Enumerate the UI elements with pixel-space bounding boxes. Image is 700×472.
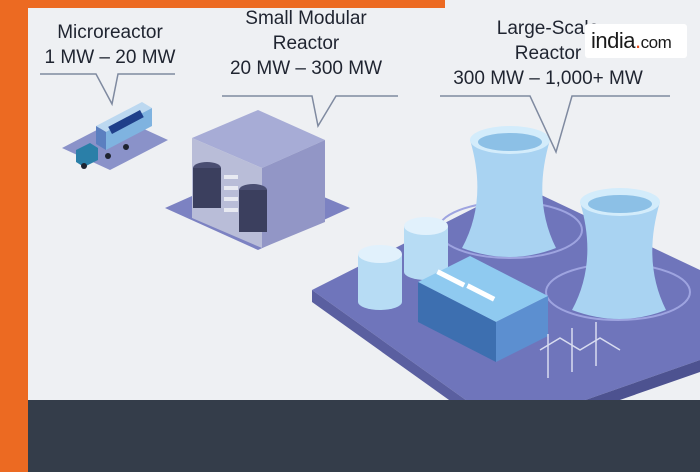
logo-dot: . bbox=[634, 28, 641, 53]
smr-label: Small Modular Reactor 20 MW – 300 MW bbox=[218, 6, 394, 81]
large-reactor-title-line1: Large-Scale bbox=[496, 18, 600, 39]
large-reactor-callout bbox=[440, 95, 670, 155]
logo-tld: com bbox=[640, 33, 672, 52]
smr-callout bbox=[222, 95, 398, 129]
microreactor-label: Microreactor 1 MW – 20 MW bbox=[30, 20, 190, 70]
large-reactor-range: 300 MW – 1,000+ MW bbox=[453, 68, 643, 89]
orange-top-bar bbox=[0, 0, 445, 8]
smr-title-line2: Reactor bbox=[272, 33, 340, 54]
microreactor-truck-icon bbox=[62, 102, 168, 170]
smr-title-line1: Small Modular bbox=[245, 8, 367, 29]
smr-range: 20 MW – 300 MW bbox=[229, 58, 383, 79]
india-com-logo: india.com bbox=[585, 24, 687, 58]
logo-brand: india bbox=[591, 28, 635, 53]
large-reactor-label: Large-Scale Reactor 300 MW – 1,000+ MW bbox=[432, 16, 664, 91]
large-reactor-title-line2: Reactor bbox=[514, 43, 582, 64]
small-modular-reactor-building-icon bbox=[165, 110, 350, 250]
footer-band bbox=[28, 400, 700, 472]
microreactor-title: Microreactor bbox=[57, 22, 163, 43]
large-scale-reactor-site-icon bbox=[312, 126, 700, 440]
microreactor-range: 1 MW – 20 MW bbox=[44, 47, 176, 68]
orange-left-bar bbox=[0, 0, 28, 472]
microreactor-callout bbox=[40, 73, 175, 107]
